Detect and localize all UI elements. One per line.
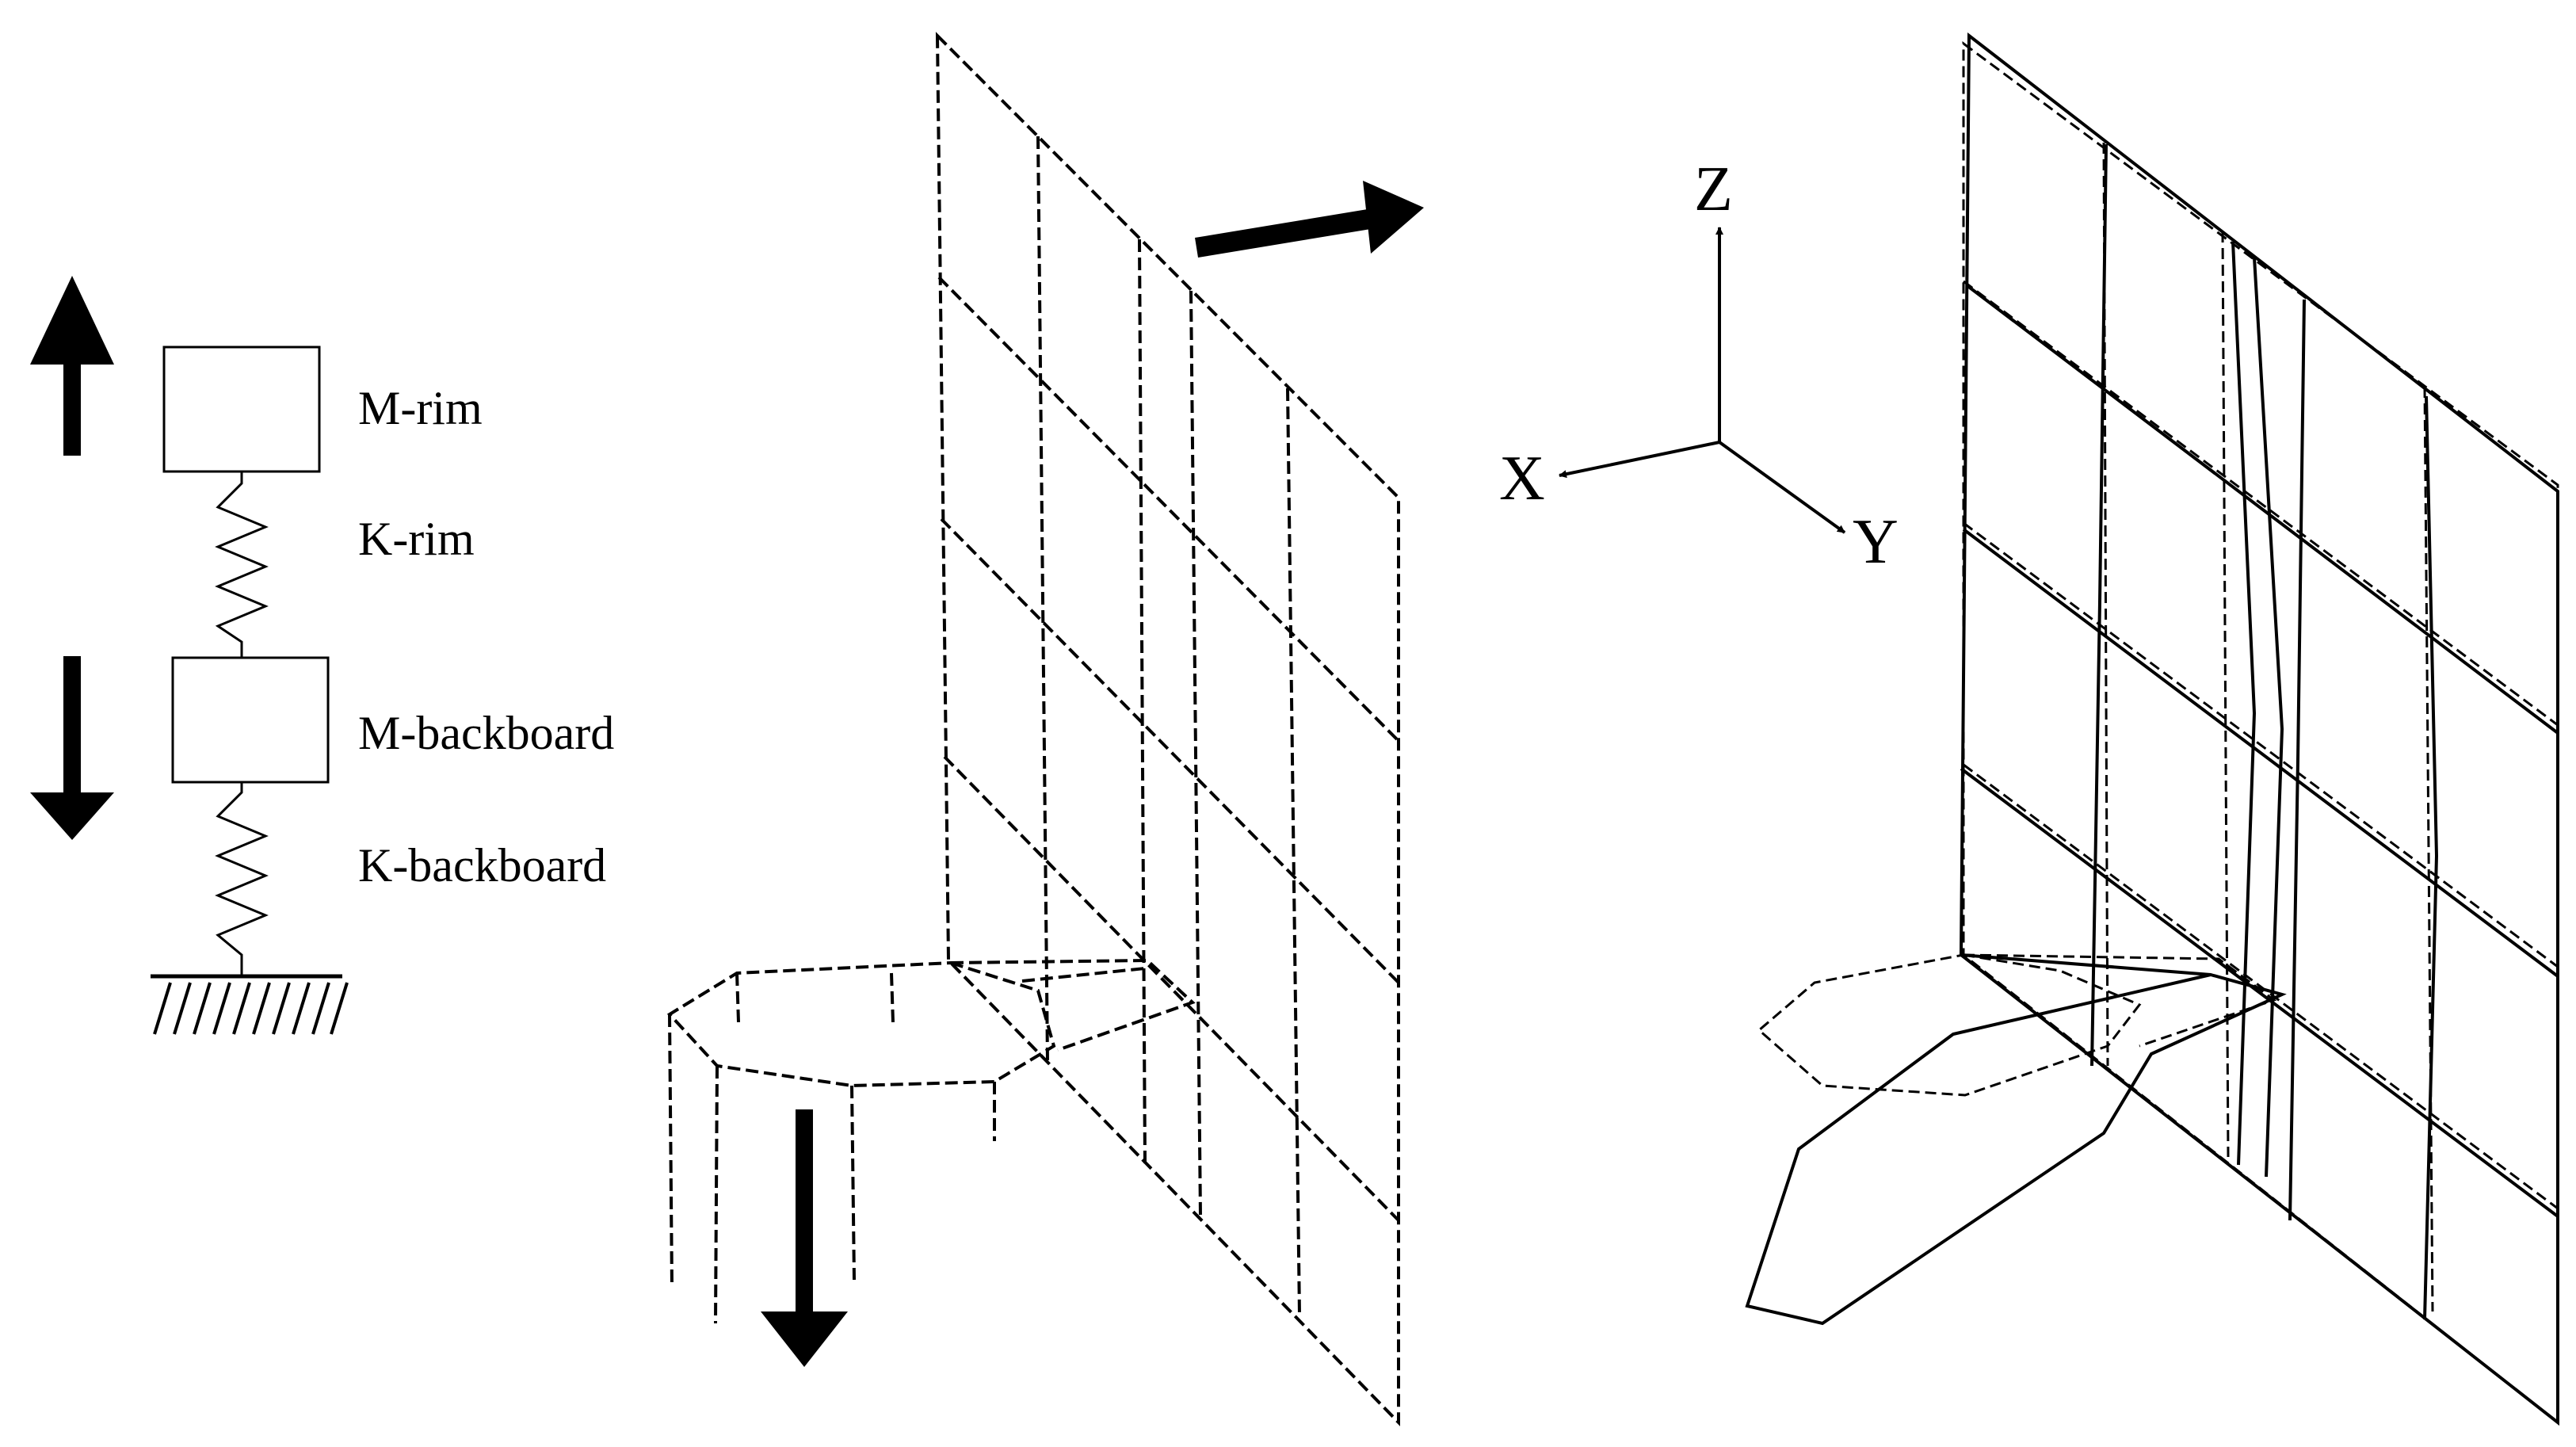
spring-backboard-label: K-backboard [358,839,606,891]
coordinate-axes [1559,227,1846,534]
deformed-hoop [1745,972,2287,1326]
down-arrow-icon [30,656,114,840]
x-axis-label: X [1499,444,1545,514]
up-arrow-icon [30,276,114,456]
backboard-outline [935,32,1400,1426]
y-axis [1718,441,1846,534]
backboard-mass-box [171,656,330,784]
spring-mass-model: M-rim K-rim M-backboard K-backboard [30,276,614,1035]
mass-rim-label: M-rim [358,382,483,434]
deformed-backboard-outline [1959,32,2559,1426]
rim-down-arrow-icon [761,1109,848,1367]
z-axis-label: Z [1694,155,1733,224]
undeformed-overlay [1757,41,2559,1426]
hoop-ring [666,960,1056,1088]
backboard-spring [215,782,269,975]
rim-mass-box [162,346,321,473]
y-axis-label: Y [1853,507,1899,577]
backboard-push-arrow-icon [1195,181,1424,258]
spring-rim-label: K-rim [358,513,475,565]
deformed-shape [1745,32,2559,1426]
undeformed-wireframe [666,32,1400,1426]
mass-backboard-label: M-backboard [358,707,614,759]
x-axis [1559,441,1720,479]
ground-support [151,974,349,1035]
rim-spring [215,472,269,658]
